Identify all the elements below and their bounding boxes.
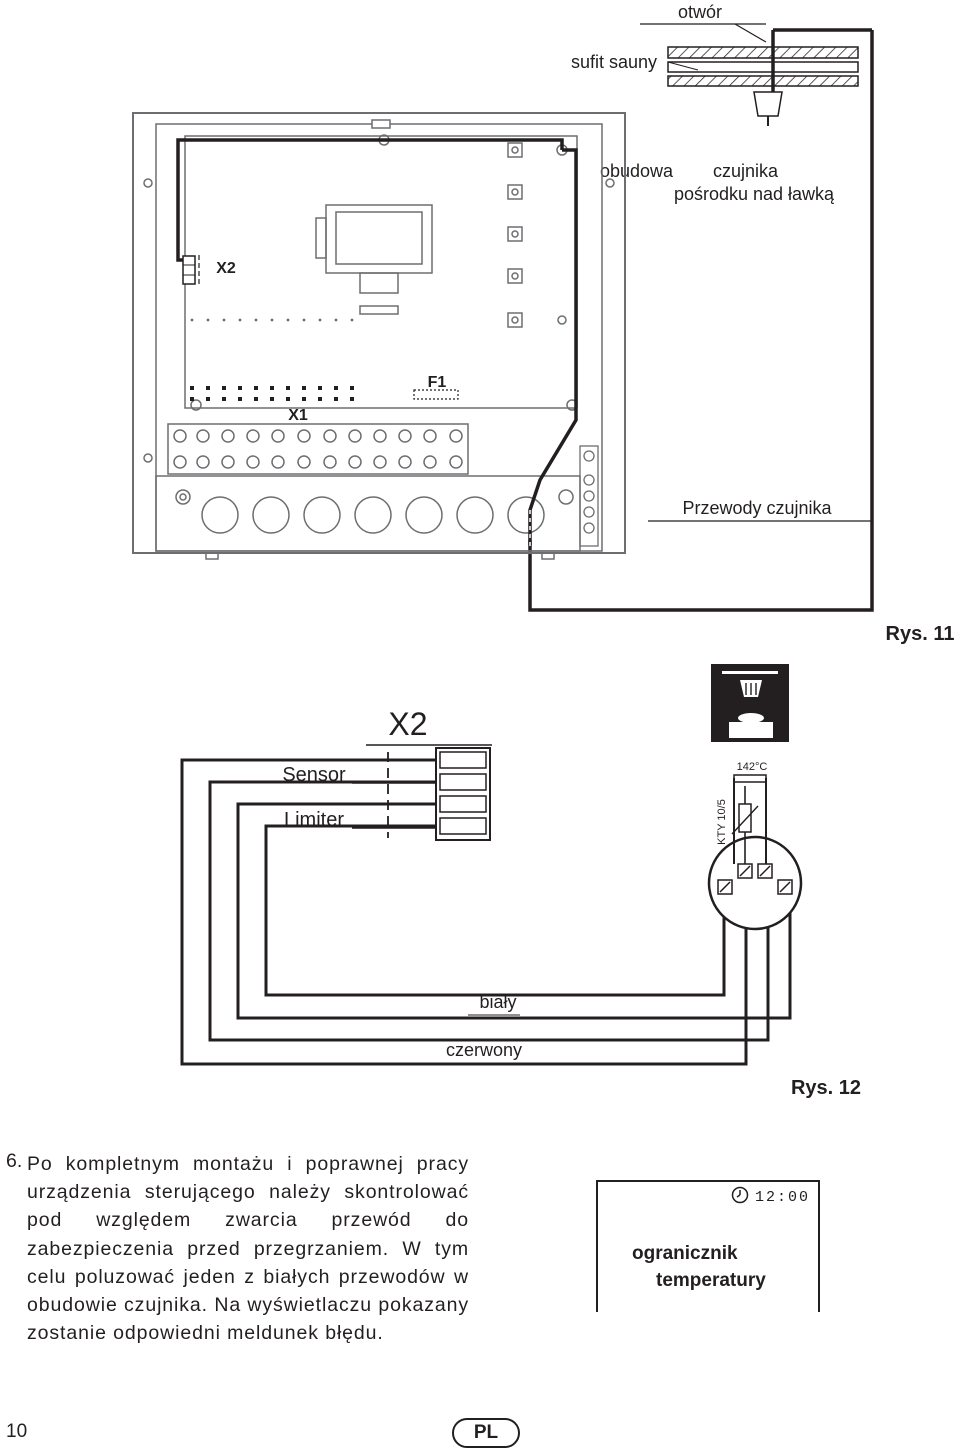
paragraph-number: 6. xyxy=(6,1150,23,1172)
terminal-block-x1 xyxy=(167,423,469,475)
screw-terminals xyxy=(717,863,793,895)
sauna-heater-icon xyxy=(711,664,789,742)
sensor-wires xyxy=(180,758,792,1066)
pin-row-bottom xyxy=(190,386,354,401)
display-clock: 12:00 xyxy=(731,1186,810,1209)
figure-12-caption: Rys. 12 xyxy=(791,1077,861,1099)
sensor-cables-label: Przewody czujnika xyxy=(682,498,832,518)
figure-11-caption: Rys. 11 xyxy=(886,623,955,645)
cable-glands xyxy=(175,489,574,534)
limiter-temp-label: 142°C xyxy=(737,761,768,773)
display-message-line1: ogranicznik xyxy=(632,1243,738,1264)
fuse-f1-label: F1 xyxy=(428,374,447,391)
limiter-wire-label: Limiter xyxy=(284,809,344,831)
relay-column xyxy=(507,142,523,328)
ground-terminal-strip xyxy=(579,445,599,547)
connector-x2-label: X2 xyxy=(216,260,236,277)
paragraph-text: Po kompletnym montażu i poprawnej pracy … xyxy=(27,1153,469,1345)
kty-label: KTY 10/5 xyxy=(716,799,728,845)
controller-display: 12:00 ogranicznik temperatury xyxy=(596,1180,820,1312)
display-time: 12:00 xyxy=(754,1189,810,1206)
language-badge: PL xyxy=(452,1418,520,1448)
pin-row-top xyxy=(190,318,354,322)
housing-label-line2: pośrodku nad ławką xyxy=(674,184,835,204)
ceiling-label: sufit sauny xyxy=(571,52,657,72)
sauna-ceiling xyxy=(667,46,859,87)
hole-label: otwór xyxy=(678,2,722,22)
display-module xyxy=(315,204,433,315)
red-wire-label: czerwony xyxy=(446,1040,522,1060)
sensor-housing-icon xyxy=(753,91,783,126)
clock-icon xyxy=(731,1186,749,1209)
x2-connector-title: X2 xyxy=(388,706,427,742)
housing-label-line1: obudowa czujnika xyxy=(600,161,779,181)
figure-12-sensor-connection: X2 Sensor Limiter biały czerwony 142 xyxy=(180,664,861,1099)
figure-11-wiring-diagram: otwór sufit sauny obudowa czujnika pośro… xyxy=(132,2,955,645)
display-message-line2: temperatury xyxy=(656,1270,766,1291)
white-wire-label: biały xyxy=(479,992,516,1012)
x2-connector-icon xyxy=(387,747,491,841)
connector-x1-label: X1 xyxy=(288,407,308,424)
page-number: 10 xyxy=(6,1421,28,1442)
